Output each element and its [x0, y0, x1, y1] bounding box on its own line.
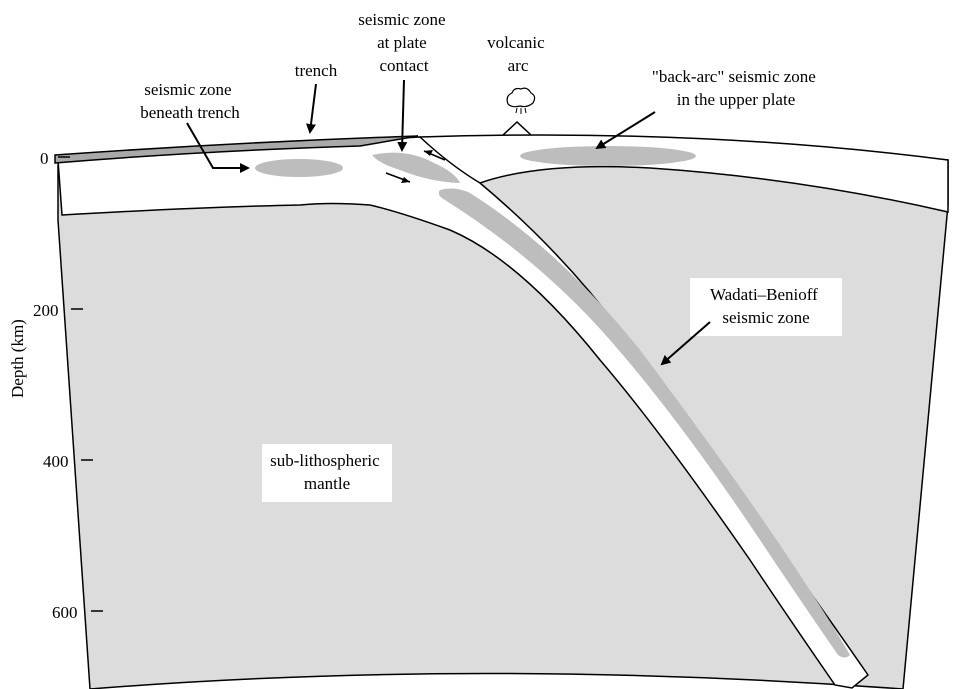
- sub-lithospheric-label: sub-lithospheric mantle: [270, 451, 384, 493]
- plate-motion-arrows: [385, 150, 446, 183]
- volcanic-arc-label: volcanic arc: [487, 33, 549, 75]
- trench-label: trench: [295, 61, 338, 80]
- depth-axis-title: Depth (km): [8, 319, 27, 398]
- back-arc-seismic-zone-patch: [520, 146, 696, 166]
- wadati-benioff-label: Wadati–Benioff seismic zone: [710, 285, 822, 327]
- wadati-benioff-seismic-zone-patch: [438, 188, 850, 658]
- depth-axis: 0 200 400 600 Depth (km): [8, 149, 103, 622]
- seismic-zone-beneath-trench-label: seismic zone beneath trench: [140, 80, 240, 122]
- seismic-zone-beneath-trench-patch: [255, 159, 343, 177]
- plate-contact-arrow: [397, 79, 408, 152]
- subducting-slab: [57, 136, 870, 689]
- tick-label-0: 0: [40, 149, 49, 168]
- tick-label-600: 600: [52, 603, 78, 622]
- wadati-benioff-arrow: [660, 321, 711, 366]
- seismic-zone-plate-contact-patch: [372, 152, 460, 183]
- trench-sediment-wedge: [54, 135, 419, 164]
- sub-lithospheric-label-box: [262, 444, 392, 502]
- tick-label-200: 200: [33, 301, 59, 320]
- volcano-icon: [502, 87, 536, 136]
- back-arc-arrow: [595, 111, 656, 150]
- trench-arrow: [306, 83, 317, 134]
- seismic-zone-plate-contact-label: seismic zone at plate contact: [358, 10, 450, 75]
- tick-label-400: 400: [43, 452, 69, 471]
- back-arc-seismic-zone-label: "back-arc" seismic zone in the upper pla…: [652, 67, 820, 109]
- wadati-benioff-label-box: [690, 278, 842, 336]
- beneath-trench-arrow: [186, 122, 250, 173]
